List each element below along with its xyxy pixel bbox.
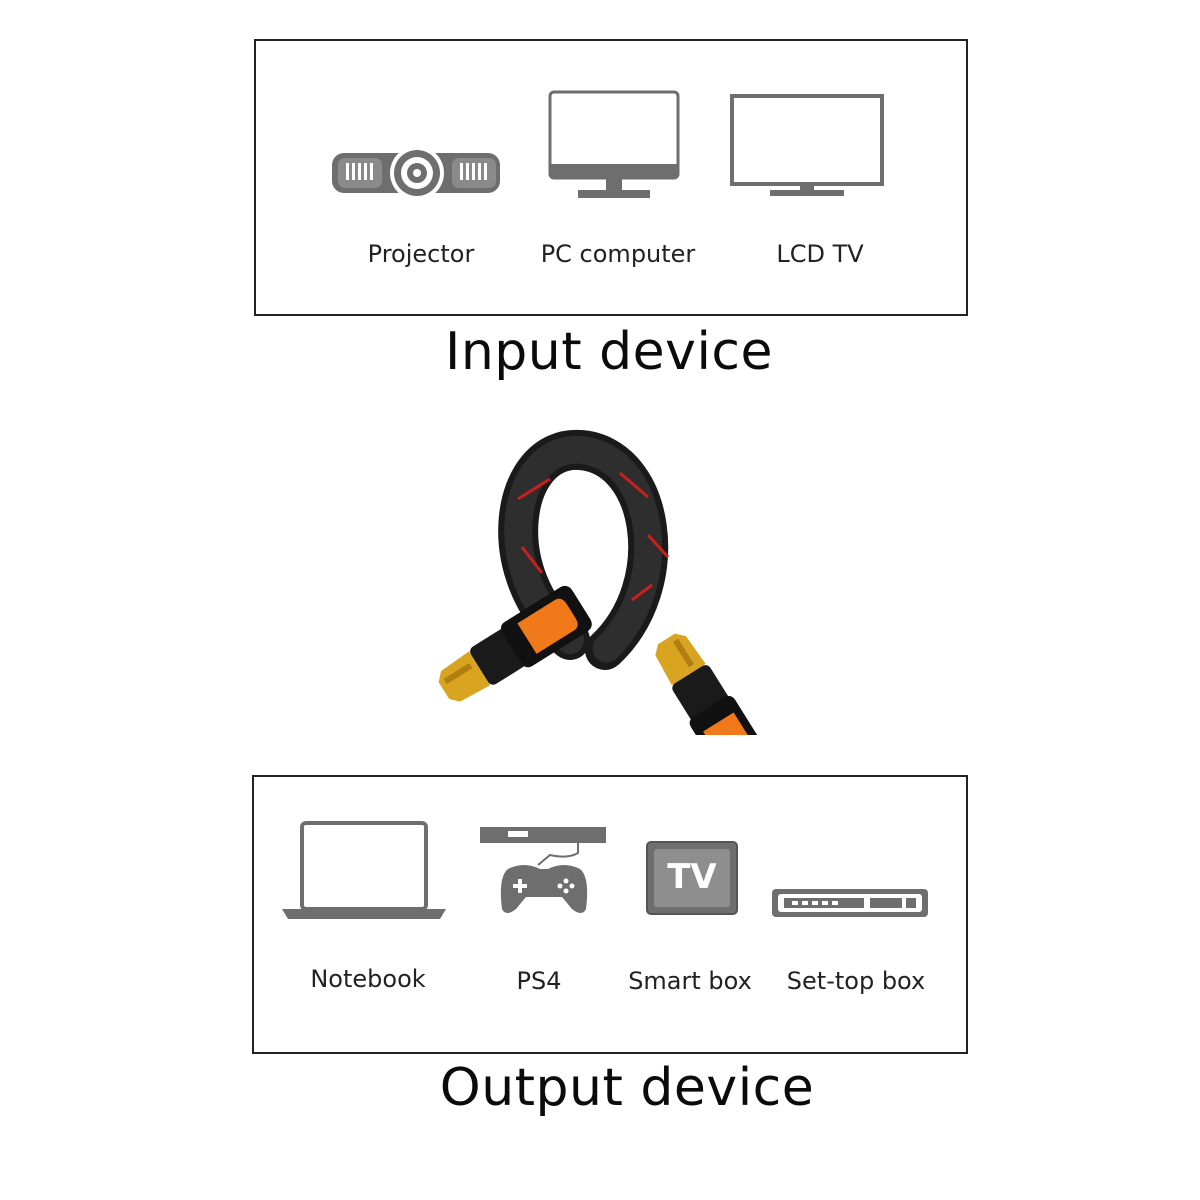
device-label-ps4: PS4 (516, 967, 562, 995)
laptop-icon (282, 821, 446, 919)
smart-tv-box-icon (646, 841, 738, 915)
hdmi-cable-icon (438, 429, 760, 735)
device-label-set-top-box: Set-top box (786, 967, 926, 995)
device-label-pc-computer: PC computer (540, 240, 696, 268)
projector-icon (332, 149, 500, 197)
set-top-box-icon (772, 889, 928, 917)
output-device-heading: Output device (439, 1058, 815, 1118)
output-device-panel: Notebook PS4 TV Smart box Set-top box (252, 775, 968, 1054)
device-label-notebook: Notebook (310, 965, 426, 993)
tv-icon (730, 94, 884, 196)
device-label-projector: Projector (367, 240, 475, 268)
device-label-smart-box: Smart box (628, 967, 752, 995)
game-console-icon (480, 827, 606, 913)
device-label-lcd-tv: LCD TV (776, 240, 864, 268)
monitor-icon (548, 90, 680, 198)
input-device-panel: Projector PC computer LCD TV (254, 39, 968, 316)
input-device-heading: Input device (445, 322, 773, 382)
tv-badge: TV (667, 857, 717, 897)
